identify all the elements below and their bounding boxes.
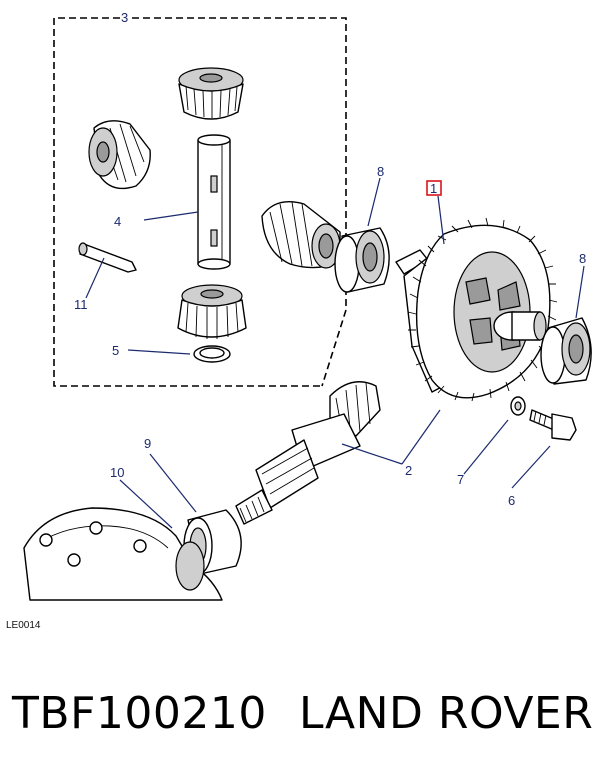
callout-11: 11 <box>74 297 88 312</box>
bearing-right <box>540 317 592 385</box>
crown-wheel-bolt <box>529 409 577 441</box>
part-number: TBF100210 <box>12 688 267 739</box>
pinion-shaft <box>235 381 381 525</box>
differential-case <box>395 217 558 402</box>
side-gear-left <box>88 120 151 190</box>
leader-lines <box>85 177 585 529</box>
thrust-washer <box>193 345 231 363</box>
callout-4: 4 <box>114 214 121 229</box>
planet-gear-top <box>178 67 244 120</box>
callout-5: 5 <box>112 343 119 358</box>
caption-bar: TBF100210 LAND ROVER <box>0 688 612 758</box>
callout-8-left: 8 <box>377 164 384 179</box>
axle-housing <box>23 507 223 601</box>
callout-1: 1 <box>430 181 437 196</box>
callout-9: 9 <box>144 436 151 451</box>
callout-6: 6 <box>508 493 515 508</box>
callout-10: 10 <box>110 465 124 480</box>
bolt-washer <box>510 396 526 416</box>
sub-assembly-box <box>53 17 347 387</box>
callout-8-right: 8 <box>579 251 586 266</box>
callout-2: 2 <box>405 463 412 478</box>
brand-name: LAND ROVER <box>299 688 594 739</box>
diagram-reference-code: LE0014 <box>6 620 41 631</box>
callout-7: 7 <box>457 472 464 487</box>
callout-3: 3 <box>121 10 128 25</box>
callout-labels: 1 2 3 4 5 6 7 8 8 9 10 11 <box>74 10 586 508</box>
bearing-left <box>334 227 390 293</box>
cross-shaft <box>197 134 231 270</box>
roll-pin <box>78 242 137 273</box>
side-gear-right <box>261 201 341 269</box>
planet-gear-bottom <box>177 284 247 339</box>
exploded-parts-diagram: 1 2 3 4 5 6 7 8 8 9 10 11 <box>23 10 592 601</box>
highlight-box <box>426 180 442 196</box>
